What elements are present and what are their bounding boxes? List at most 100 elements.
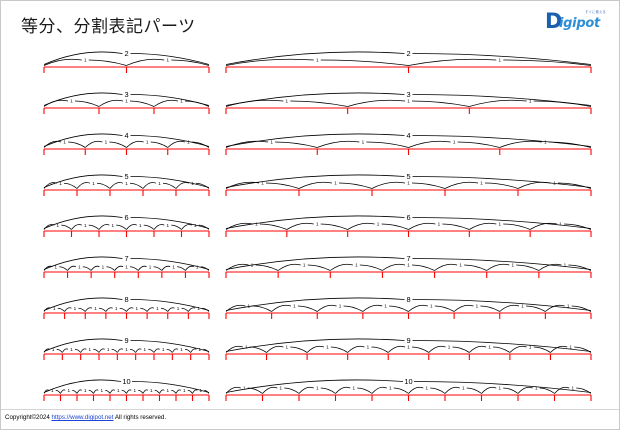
part-arc	[387, 345, 406, 353]
part-arc	[126, 224, 137, 230]
part-arc	[78, 307, 86, 312]
part-arc	[389, 305, 409, 312]
part-label: 1	[84, 58, 87, 63]
total-arc	[225, 133, 405, 147]
part-arc	[187, 389, 193, 394]
part-arc	[484, 182, 519, 189]
copyright-suffix: All rights reserved.	[113, 414, 167, 421]
part-label: 1	[362, 140, 365, 145]
part-label: 1	[407, 99, 410, 104]
part-arc	[204, 389, 210, 394]
copyright-prefix: Copyright©2024	[5, 414, 52, 421]
part-arc	[469, 99, 527, 107]
digipot-website-link[interactable]: https://www.digipot.net	[51, 414, 114, 421]
part-arc	[499, 304, 520, 312]
total-arc	[412, 258, 592, 270]
part-arc	[284, 387, 300, 394]
part-label: 1	[56, 223, 59, 228]
part-label: 1	[316, 58, 319, 63]
part-arc	[453, 304, 474, 312]
part-label: 1	[53, 306, 56, 311]
part-label: 1	[430, 304, 433, 309]
part-arc	[126, 389, 132, 394]
digipot-logo[interactable]: すぐに使える D igipot	[545, 9, 607, 35]
part-label: 1	[564, 263, 567, 268]
total-arc	[412, 340, 592, 352]
part-label: 1	[571, 386, 574, 391]
part-arc	[82, 266, 92, 271]
part-arc	[517, 386, 533, 394]
total-arc	[412, 176, 592, 188]
part-arc	[175, 182, 190, 189]
part-arc	[481, 386, 497, 394]
part-arc	[167, 140, 185, 148]
part-arc	[271, 304, 292, 312]
part-arc	[148, 348, 155, 353]
part-arc	[142, 389, 149, 394]
part-arc	[466, 387, 482, 394]
part-arc	[411, 182, 446, 189]
part-label: 1	[261, 181, 264, 186]
part-label: 1	[125, 181, 128, 186]
copyright-notice: Copyright©2024 https://www.digipot.net A…	[5, 414, 166, 421]
part-arc	[153, 348, 160, 353]
part-arc	[111, 348, 118, 353]
part-arc	[411, 264, 435, 271]
total-arc	[225, 174, 405, 188]
part-label: 1	[529, 99, 532, 104]
part-label: 1	[459, 263, 462, 268]
part-arc	[153, 99, 179, 107]
part-label: 1	[384, 304, 387, 309]
total-arc	[43, 215, 123, 229]
part-label: 1	[125, 347, 128, 352]
part-arc	[444, 181, 479, 189]
part-arc	[359, 264, 383, 271]
part-arc	[382, 263, 406, 271]
part-arc	[317, 304, 337, 312]
total-label: 10	[122, 377, 130, 386]
part-arc	[171, 224, 182, 230]
part-arc	[371, 346, 389, 353]
part-arc	[190, 348, 197, 353]
part-arc	[71, 224, 82, 230]
part-arc	[126, 58, 165, 66]
part-label: 1	[569, 345, 572, 350]
part-arc	[408, 386, 424, 394]
part-arc	[298, 386, 314, 394]
part-arc	[56, 348, 63, 353]
part-label: 1	[448, 345, 451, 350]
part-arc	[297, 305, 318, 312]
part-arc	[430, 387, 446, 394]
total-label: 7	[124, 254, 128, 263]
part-label: 1	[144, 347, 147, 352]
part-arc	[153, 266, 163, 271]
part-arc	[116, 224, 127, 230]
part-arc	[411, 100, 470, 107]
part-arc	[93, 348, 100, 353]
part-arc	[126, 307, 134, 312]
part-label: 1	[407, 345, 410, 350]
part-arc	[129, 348, 136, 353]
part-arc	[121, 389, 127, 394]
part-arc	[153, 224, 165, 230]
part-arc	[84, 307, 93, 312]
